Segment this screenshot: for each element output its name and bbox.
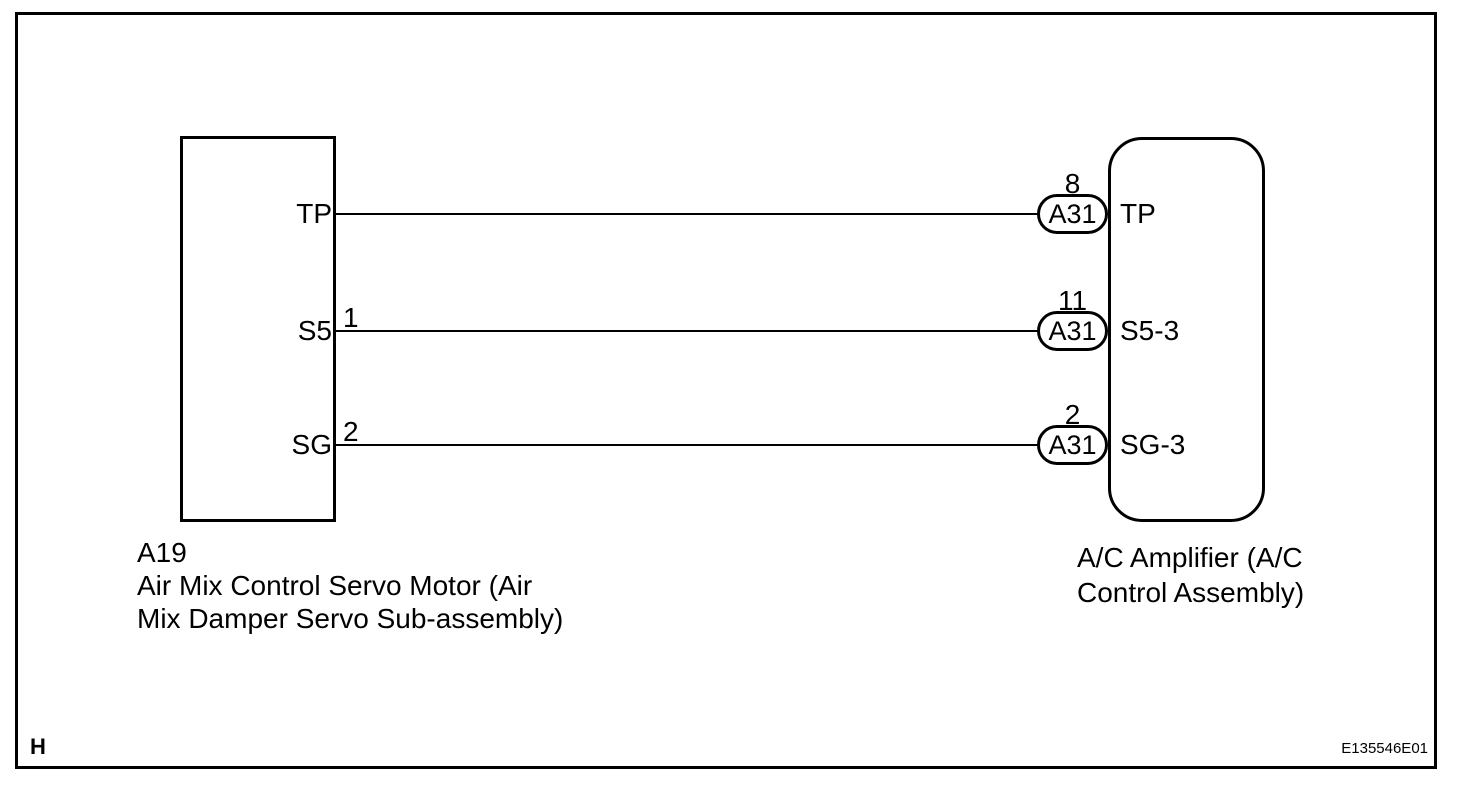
connector-pin-number-tp: 8: [1064, 168, 1081, 199]
figure-code: E135546E01: [1341, 740, 1428, 757]
left-component-name-line1: Air Mix Control Servo Motor (Air: [137, 570, 533, 601]
connector-badge-label: A31: [1048, 315, 1097, 346]
right-component-name-line1: A/C Amplifier (A/C: [1077, 542, 1303, 573]
connector-badge-label: A31: [1048, 198, 1097, 229]
page-corner-label: H: [30, 734, 46, 759]
left-component-caption: A19 Air Mix Control Servo Motor (Air Mix…: [137, 536, 563, 635]
wire-tp-line: [336, 213, 1040, 215]
left-pin-label-sg: SG: [291, 429, 332, 460]
left-component-name-line2: Mix Damper Servo Sub-assembly): [137, 603, 564, 634]
left-component-box: [180, 136, 336, 522]
right-component-name-line2: Control Assembly): [1077, 577, 1305, 608]
left-pin-label-tp: TP: [296, 198, 332, 229]
wire-s5-line: [336, 330, 1040, 332]
left-pin-label-s5: S5: [297, 315, 332, 346]
right-pin-label-s5: S5-3: [1120, 315, 1180, 346]
right-pin-label-tp: TP: [1120, 198, 1156, 229]
connector-pin-number-sg: 2: [1064, 399, 1081, 430]
connector-badge-tp: A31: [1037, 194, 1108, 234]
left-wire-number-sg: 2: [343, 416, 359, 447]
connector-badge-s5: A31: [1037, 311, 1108, 351]
left-wire-number-s5: 1: [343, 302, 359, 333]
wire-sg-line: [336, 444, 1040, 446]
connector-pin-number-s5: 11: [1057, 285, 1088, 316]
right-component-caption: A/C Amplifier (A/C Control Assembly): [1077, 540, 1304, 610]
left-component-id: A19: [137, 537, 187, 568]
right-component-box: [1108, 137, 1265, 522]
right-pin-label-sg: SG-3: [1120, 429, 1186, 460]
connector-badge-label: A31: [1048, 429, 1097, 460]
connector-badge-sg: A31: [1037, 425, 1108, 465]
